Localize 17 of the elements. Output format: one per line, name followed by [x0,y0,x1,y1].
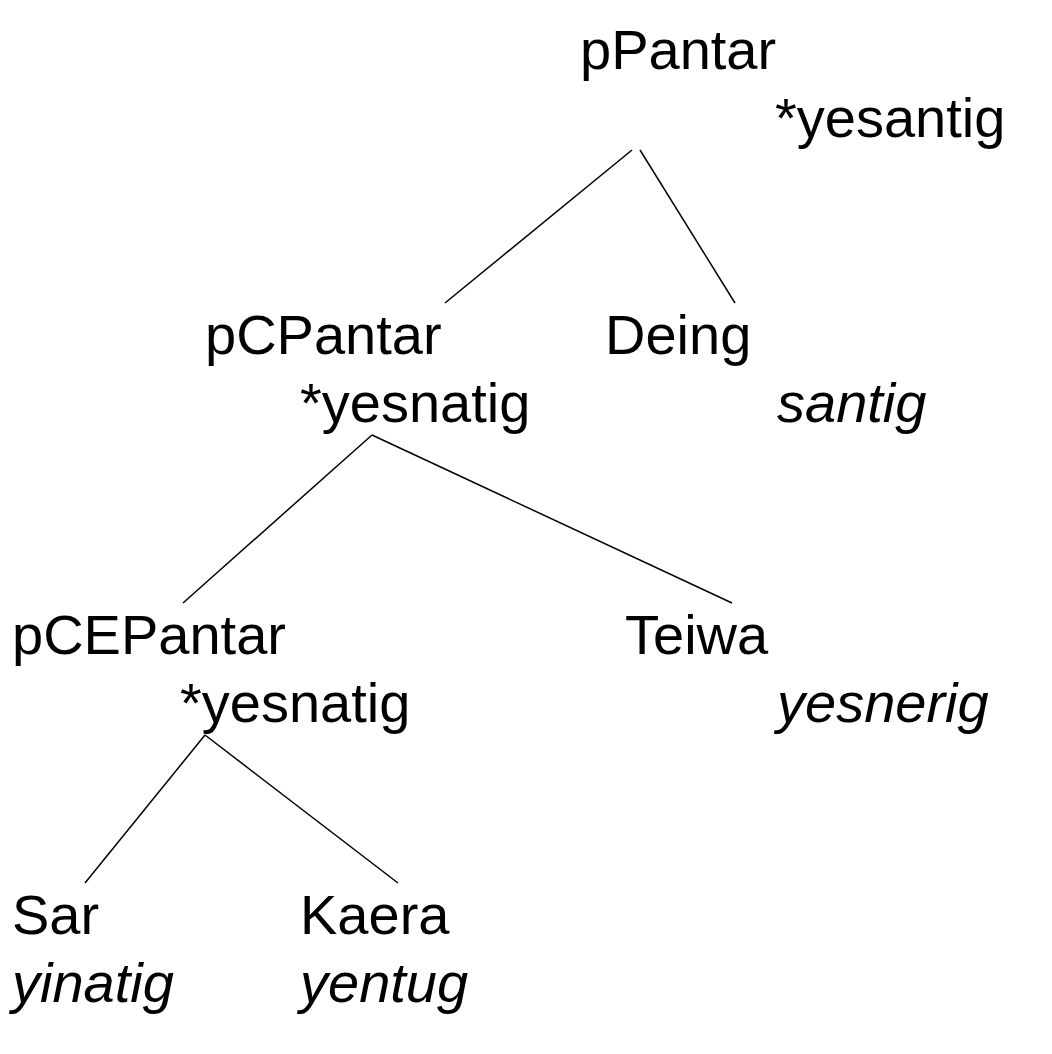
word-form: *yesnatig [300,371,531,435]
language-name: Teiwa [625,603,769,667]
language-name: pPantar [580,18,777,82]
tree-branch-line [371,434,733,604]
language-name: Deing [605,303,752,367]
tree-branch-line [182,434,373,604]
word-form: *yesantig [775,86,1006,150]
tree-branch-line [444,149,633,304]
tree-branch-line [204,734,399,884]
language-name: pCEPantar [12,603,286,667]
tree-branch-line [639,149,736,304]
tree-branch-line [84,734,206,884]
language-name: Sar [12,883,100,947]
language-name: pCPantar [205,303,442,367]
language-name: Kaera [300,883,450,947]
word-form: santig [777,371,927,435]
word-form: *yesnatig [180,671,411,735]
